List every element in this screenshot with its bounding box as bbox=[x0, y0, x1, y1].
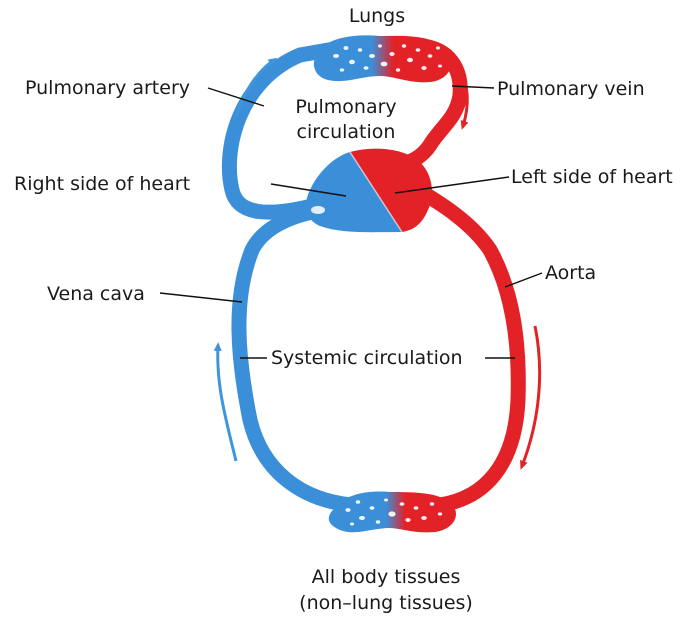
pulmonary-circulation-label-line1: Pulmonary bbox=[295, 96, 396, 118]
lungs-label: Lungs bbox=[349, 5, 405, 27]
pulmonary-circulation-label-line2: circulation bbox=[297, 121, 396, 143]
body-capillary-bed bbox=[329, 492, 456, 533]
body-tissues-label-line1: All body tissues bbox=[312, 566, 461, 588]
left-side-of-heart-label: Left side of heart bbox=[511, 166, 673, 188]
aorta-vessel bbox=[410, 185, 518, 505]
systemic-circulation-label: Systemic circulation bbox=[271, 347, 463, 369]
pulmonary-artery-label: Pulmonary artery bbox=[25, 77, 190, 99]
aorta-label: Aorta bbox=[545, 262, 596, 284]
pulmonary-vein-label: Pulmonary vein bbox=[497, 78, 645, 100]
vena-cava-leader bbox=[160, 293, 242, 302]
body-tissues-label-line2: (non–lung tissues) bbox=[299, 592, 473, 614]
vena-cava-label: Vena cava bbox=[47, 283, 145, 305]
right-side-of-heart-label: Right side of heart bbox=[14, 173, 190, 195]
lungs-capillary-bed bbox=[314, 35, 451, 82]
vena-cava-flow-arrow bbox=[218, 346, 236, 461]
